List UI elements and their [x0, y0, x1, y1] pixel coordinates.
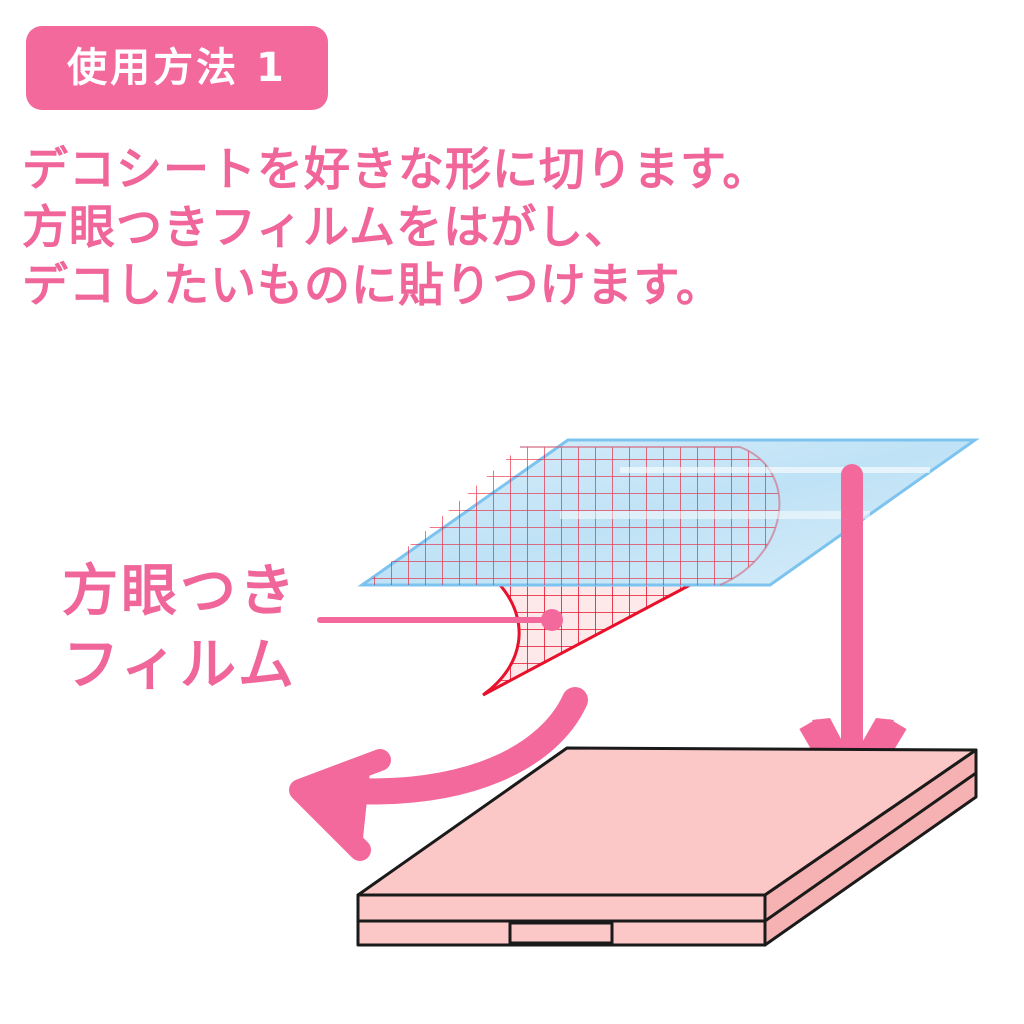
instruction-line-1: デコシートを好きな形に切ります。	[22, 142, 770, 196]
instruction-line-2: 方眼つきフィルムをはがし、	[22, 200, 632, 254]
step-badge: 使用方法 1	[26, 26, 328, 110]
callout-label-line-1: 方眼つき	[62, 559, 298, 624]
callout-label-line-2: フィルム	[63, 633, 297, 698]
callout-leader	[317, 609, 563, 631]
instructions-text: デコシートを好きな形に切ります。 方眼つきフィルムをはがし、 デコしたいものに貼…	[22, 140, 1002, 314]
compact-case	[356, 746, 978, 947]
grid-film	[357, 438, 980, 587]
peeled-grid-sheet	[482, 583, 691, 697]
curved-left-arrow-icon	[289, 687, 588, 861]
instruction-line-3: デコしたいものに貼りつけます。	[22, 258, 723, 312]
